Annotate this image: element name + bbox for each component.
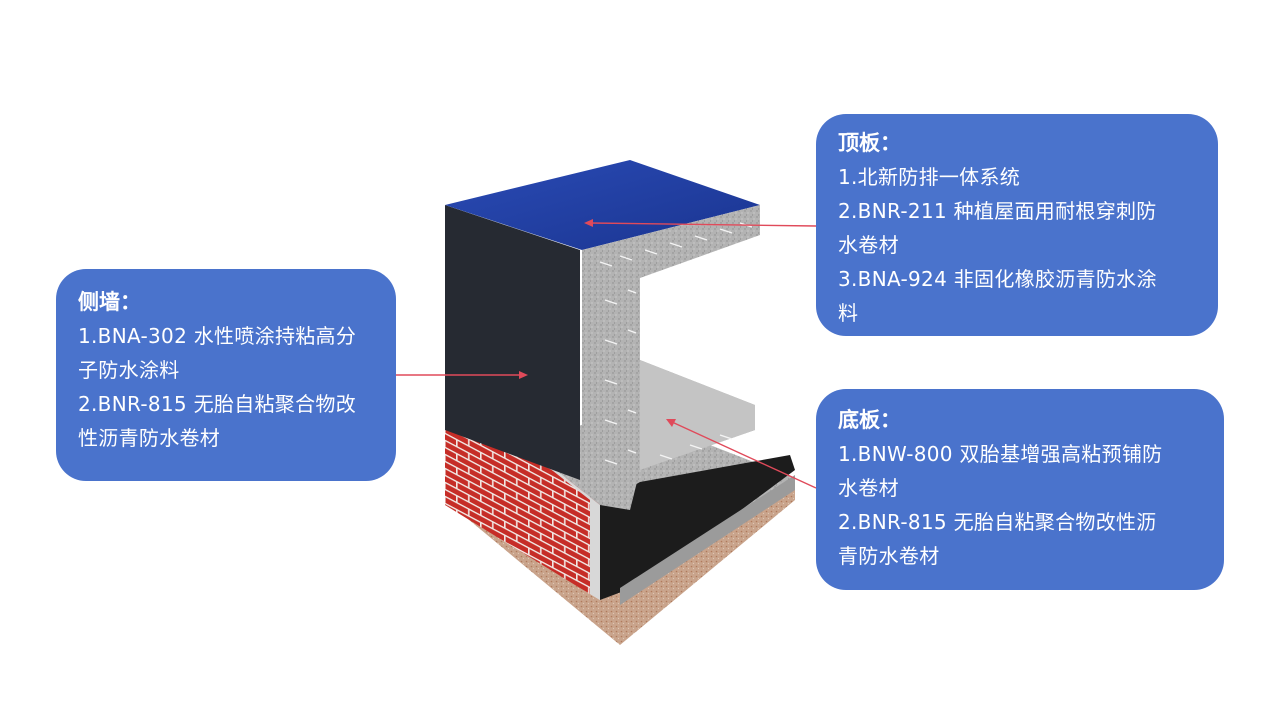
side-wall-title: 侧墙： — [78, 290, 141, 314]
bottom-slab-item: 青防水卷材 — [838, 544, 940, 568]
bottom-slab-item: 1.BNW-800 双胎基增强高粘预铺防 — [838, 442, 1163, 466]
top-slab-item: 2.BNR-211 种植屋面用耐根穿刺防 — [838, 199, 1157, 223]
concrete-inner-floor — [640, 360, 755, 470]
rebar-marks — [599, 222, 753, 465]
bottom-slab-title: 底板： — [838, 408, 901, 432]
top-slab-item: 水卷材 — [838, 233, 899, 257]
base-soil-layer — [445, 480, 795, 645]
side-wall-membrane — [445, 205, 580, 480]
side-wall-callout: 侧墙： 1.BNA-302 水性喷涂持粘高分 子防水涂料 2.BNR-815 无… — [56, 269, 396, 481]
top-slab-title: 顶板： — [838, 131, 901, 155]
arrowhead-side-wall — [519, 371, 528, 379]
top-slab-item: 料 — [838, 301, 859, 325]
bottom-membrane — [600, 455, 795, 600]
bottom-slab-item: 2.BNR-815 无胎自粘聚合物改性沥 — [838, 510, 1157, 534]
top-slab-item: 1.北新防排一体系统 — [838, 165, 1021, 189]
leader-lines — [396, 219, 817, 489]
side-wall-item: 2.BNR-815 无胎自粘聚合物改 — [78, 392, 356, 416]
arrowhead-bottom-slab — [666, 419, 676, 427]
side-wall-item: 1.BNA-302 水性喷涂持粘高分 — [78, 324, 357, 348]
bottom-slab-callout: 底板： 1.BNW-800 双胎基增强高粘预铺防 水卷材 2.BNR-815 无… — [816, 389, 1224, 590]
leader-line-top-slab — [589, 222, 817, 227]
side-wall-item: 性沥青防水卷材 — [78, 426, 221, 450]
top-slab-item: 3.BNA-924 非固化橡胶沥青防水涂 — [838, 267, 1157, 291]
top-slab-callout: 顶板： 1.北新防排一体系统 2.BNR-211 种植屋面用耐根穿刺防 水卷材 … — [816, 114, 1218, 336]
leader-line-bottom-slab — [671, 421, 817, 489]
side-wall-item: 子防水涂料 — [78, 358, 180, 382]
bottom-slab-item: 水卷材 — [838, 476, 899, 500]
top-slab-membrane — [445, 160, 760, 250]
brick-protective-wall — [445, 402, 600, 600]
arrowhead-top-slab — [584, 219, 593, 227]
bottom-slab-edge — [620, 475, 795, 605]
